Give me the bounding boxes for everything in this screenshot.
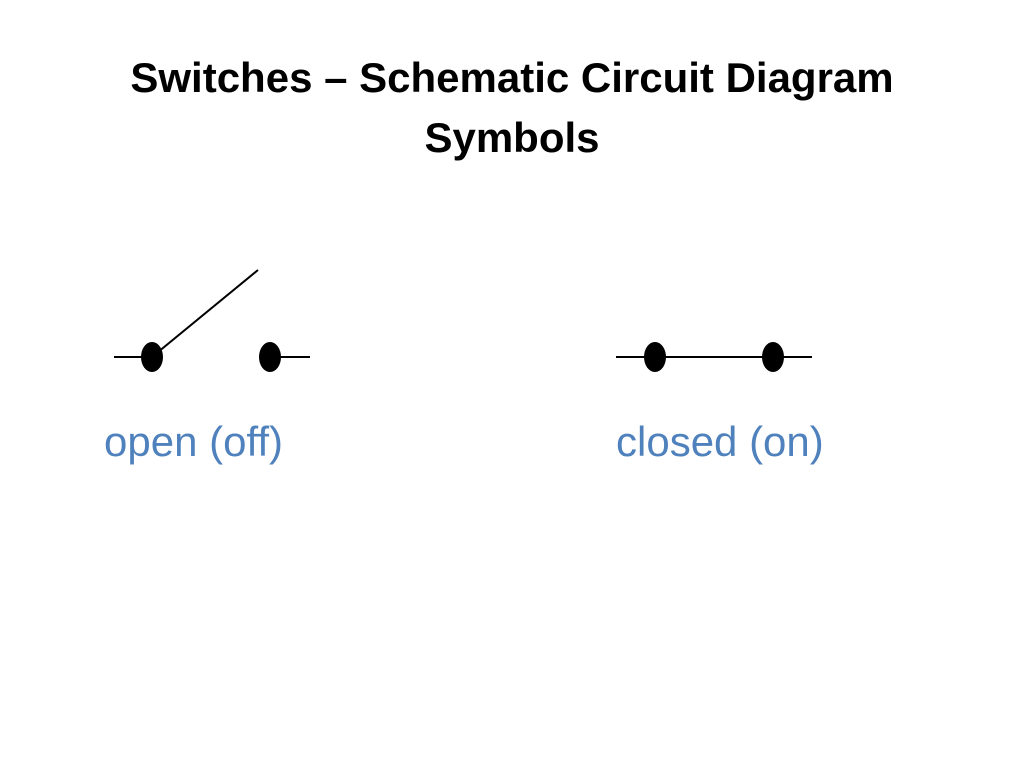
closed-switch-icon bbox=[616, 342, 812, 372]
closed-switch-label: closed (on) bbox=[616, 418, 824, 465]
closed-switch-left-terminal bbox=[644, 342, 666, 372]
open-switch-icon bbox=[114, 269, 310, 372]
closed-switch-right-terminal bbox=[762, 342, 784, 372]
open-switch-lever bbox=[151, 269, 259, 358]
slide-title: Switches – Schematic Circuit Diagram Sym… bbox=[130, 54, 894, 161]
open-switch-label: open (off) bbox=[104, 418, 284, 465]
